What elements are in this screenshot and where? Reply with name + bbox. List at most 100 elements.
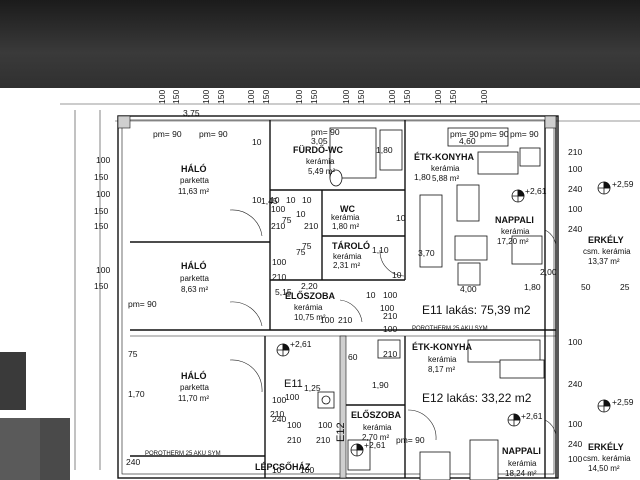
- room-name-nappali-2: NAPPALI: [502, 446, 541, 456]
- room-area-halo-1: 11,63 m²: [178, 187, 209, 196]
- dim-top-2: 100: [201, 89, 211, 104]
- wall-hatch: [117, 115, 557, 479]
- dim-misc-40: 2,00: [540, 267, 557, 277]
- room-name-halo-3: HÁLÓ: [181, 371, 207, 381]
- dim-span-1: 3,05: [311, 136, 328, 146]
- room-area-eloszoba-1: 10,75 m²: [294, 313, 326, 322]
- dim-misc-14: 75: [296, 247, 306, 257]
- dim-misc-46: 100: [300, 465, 315, 475]
- level-value-1: +2,61: [525, 186, 547, 196]
- dim-misc-51: 240: [568, 224, 583, 234]
- dim-top-7: 150: [309, 89, 319, 104]
- room-area-eloszoba-2: 2,70 m²: [362, 433, 390, 442]
- room-finish-eloszoba-1: kerámia: [294, 303, 323, 312]
- dim-misc-9: 100: [272, 257, 287, 267]
- dim-misc-36: 5,15: [275, 287, 292, 297]
- dim-misc-4: 1,45: [261, 196, 278, 206]
- dim-misc-47: 210: [568, 147, 583, 157]
- room-finish-furdo: kerámia: [306, 157, 335, 166]
- dim-misc-29: 210: [287, 435, 302, 445]
- dim-pm-5: pm= 90: [510, 129, 539, 139]
- dim-misc-10: 210: [271, 221, 286, 231]
- dim-misc-52: 100: [568, 337, 583, 347]
- room-finish-erkely-2: csm. kerámia: [583, 454, 631, 463]
- room-name-tarolo: TÁROLÓ: [332, 241, 370, 251]
- wall-note-2: POROTHERM 25 AKU SYM: [145, 451, 221, 457]
- dim-pm-1: pm= 90: [199, 129, 228, 139]
- dim-misc-18: 100: [380, 303, 395, 313]
- dim-misc-11: 210: [272, 272, 287, 282]
- room-area-erkely-1: 13,37 m²: [588, 257, 620, 266]
- room-area-nappali-1: 17,20 m²: [497, 237, 529, 246]
- dim-misc-49: 240: [568, 184, 583, 194]
- dim-misc-61: 75: [128, 349, 138, 359]
- dim-left-3: 150: [94, 206, 109, 216]
- room-finish-nappali-1: kerámia: [501, 227, 530, 236]
- room-name-furdo: FÜRDŐ-WC: [293, 145, 343, 155]
- dim-top-9: 150: [356, 89, 366, 104]
- apartment-e12-tag: E12: [335, 422, 347, 442]
- room-name-lepcsohaz: LÉPCSŐHÁZ: [255, 462, 311, 472]
- apartment-e12-area: E12 lakás: 33,22 m2: [422, 391, 532, 405]
- dim-misc-22: 100: [383, 324, 398, 334]
- room-area-wc: 1,80 m²: [332, 222, 360, 231]
- dim-left-5: 100: [96, 265, 111, 275]
- dim-misc-54: 100: [568, 419, 583, 429]
- dim-left-6: 150: [94, 281, 109, 291]
- dim-misc-28: 100: [287, 420, 302, 430]
- room-finish-wc: kerámia: [331, 213, 360, 222]
- dim-misc-57: 240: [272, 414, 287, 424]
- apartment-e11-area: E11 lakás: 75,39 m2: [422, 303, 531, 317]
- dim-top-8: 100: [341, 89, 351, 104]
- dim-misc-26: 100: [272, 395, 287, 405]
- level-value-3: +2,61: [290, 339, 312, 349]
- room-finish-eloszoba-2: kerámia: [363, 423, 392, 432]
- dim-left-2: 100: [96, 189, 111, 199]
- dim-misc-42: 50: [581, 282, 591, 292]
- dim-misc-45: 10: [272, 465, 282, 475]
- dim-top-13: 150: [448, 89, 458, 104]
- room-area-erkely-2: 14,50 m²: [588, 464, 620, 473]
- dim-top-11: 150: [402, 89, 412, 104]
- dim-misc-8: 100: [271, 204, 286, 214]
- dim-misc-33: 10: [392, 270, 402, 280]
- room-area-halo-3: 11,70 m²: [178, 394, 209, 403]
- dim-misc-19: 210: [383, 311, 398, 321]
- dim-misc-12: 75: [302, 241, 312, 251]
- room-area-nappali-2: 18,24 m²: [505, 469, 537, 478]
- room-area-furdo: 5,49 m²: [308, 167, 336, 176]
- dim-misc-44: 1,25: [304, 383, 321, 393]
- dim-misc-37: 1,80: [376, 145, 393, 155]
- dim-left-1: 150: [94, 172, 109, 182]
- dim-misc-55: 240: [568, 439, 583, 449]
- room-area-etk-2: 8,17 m²: [428, 365, 456, 374]
- dark-header-band: [0, 0, 640, 88]
- dim-misc-13: 210: [304, 221, 319, 231]
- dim-misc-15: 2,20: [301, 281, 318, 291]
- room-name-eloszoba-2: ELŐSZOBA: [351, 410, 402, 420]
- dim-top-0: 100: [157, 89, 167, 104]
- room-name-etk-2: ÉTK-KONYHA: [412, 342, 472, 352]
- dim-misc-32: 4,00: [460, 284, 477, 294]
- room-finish-halo-1: parketta: [180, 176, 209, 185]
- dim-top-10: 100: [387, 89, 397, 104]
- room-finish-halo-3: parketta: [180, 383, 209, 392]
- room-name-erkely-2: ERKÉLY: [588, 442, 624, 452]
- dim-top-6: 100: [294, 89, 304, 104]
- dim-misc-2: 10: [270, 195, 280, 205]
- room-area-tarolo: 2,31 m²: [333, 261, 361, 270]
- dim-span-0: 3,75: [183, 108, 200, 118]
- dim-misc-7: 10: [296, 209, 306, 219]
- room-finish-etk-1: kerámia: [431, 164, 460, 173]
- level-value-6: +2,59: [612, 397, 634, 407]
- dim-misc-5: 10: [302, 195, 312, 205]
- dim-misc-0: 10: [252, 137, 262, 147]
- dim-left-0: 100: [96, 155, 111, 165]
- dim-pm-4: pm= 90: [480, 129, 509, 139]
- level-value-5: +2,61: [364, 440, 386, 450]
- room-finish-etk-2: kerámia: [428, 355, 457, 364]
- dim-pm-2: pm= 90: [311, 127, 340, 137]
- dim-misc-34: 10: [396, 213, 406, 223]
- level-markers: [276, 181, 611, 457]
